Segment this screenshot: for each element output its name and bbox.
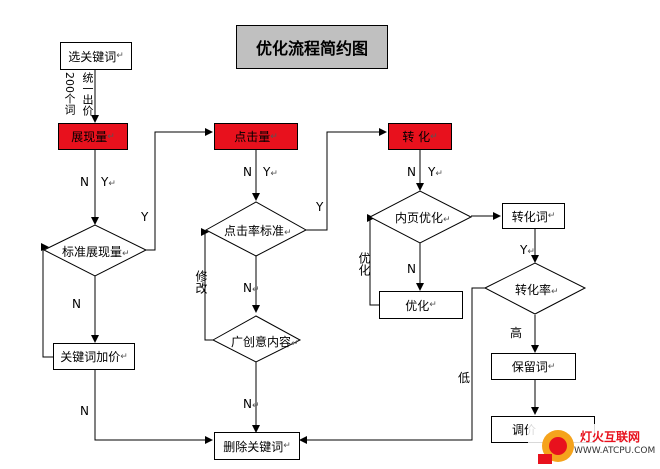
conversion-rate-label: 转化率↵ — [515, 283, 559, 297]
standard-impressions-diamond — [42, 224, 148, 277]
delete-keywords-node: 删除关键词↵ — [214, 432, 300, 460]
impressions-node: 展现量↵ — [58, 123, 128, 150]
n-label-conversion: N — [407, 165, 416, 179]
creative-label: 广创意内容↵ — [231, 335, 299, 349]
keep-word-node: 保留词↵ — [491, 353, 576, 380]
conversion-rate-diamond — [483, 262, 587, 315]
ctr-standard-label: 点击率标准↵ — [224, 224, 292, 238]
n-label-raise-bid: N — [80, 404, 89, 418]
y-label-ctr: Y — [316, 200, 324, 214]
optimize-node: 优化↵ — [379, 291, 463, 319]
y-label-standard: Y — [141, 210, 149, 224]
n-label-page-optimize: N — [407, 262, 416, 276]
watermark — [528, 424, 660, 469]
standard-impressions-label: 标准展现量↵ — [62, 245, 130, 259]
watermark-logo-icon — [528, 424, 660, 469]
clicks-node: 点击量↵ — [214, 123, 298, 150]
modify-text: 修改 — [194, 270, 208, 294]
ctr-standard-diamond — [204, 201, 308, 257]
watermark-title: 灯火互联网 — [580, 430, 641, 444]
n-label-ctr: N↵ — [243, 281, 260, 295]
optimize-side-text: 优化 — [357, 252, 371, 276]
n-label-clicks: N — [243, 165, 252, 179]
n-label-impressions: N — [80, 175, 89, 189]
low-label: 低 — [458, 371, 471, 385]
diagram-title-text: 优化流程简约图 — [255, 39, 368, 58]
y-label-conversion: Y↵ — [428, 165, 443, 179]
raise-bid-node: 关键词加价↵ — [53, 343, 135, 370]
creative-diamond — [211, 315, 302, 363]
y-label-clicks: Y↵ — [263, 165, 278, 179]
select-keywords-node: 选关键词↵ — [60, 42, 132, 70]
n-label-creative: N↵ — [243, 397, 260, 411]
unify-bid-text: 统一出价 — [81, 72, 94, 116]
diagram-title: 优化流程简约图 — [236, 25, 388, 69]
y-label-impressions: Y↵ — [101, 175, 116, 189]
high-label: 高 — [510, 326, 523, 340]
count-200-text: 200个词 — [63, 72, 76, 115]
convert-word-node: 转化词↵ — [502, 203, 565, 229]
page-optimize-diamond — [368, 190, 473, 244]
n-label-standard: N — [72, 297, 81, 311]
page-optimize-label: 内页优化↵ — [395, 211, 451, 225]
y-label-convert-word: Y↵ — [520, 243, 535, 257]
watermark-url: WWW.ATCPU.COM — [574, 446, 656, 456]
conversion-node: 转 化↵ — [388, 123, 452, 150]
